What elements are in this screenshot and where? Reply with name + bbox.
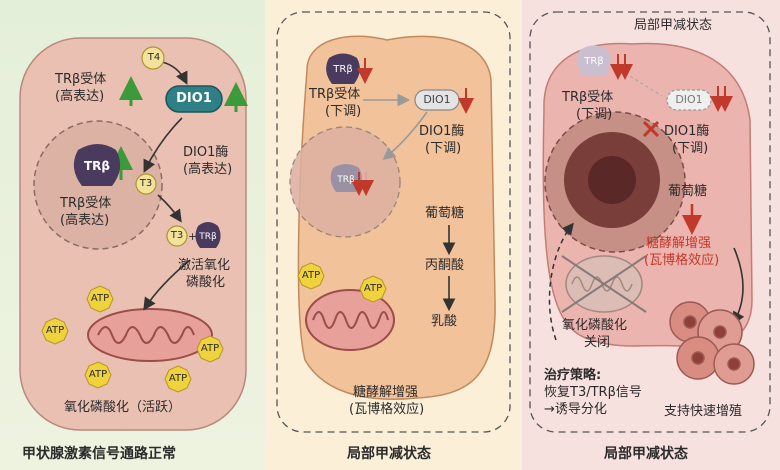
- mitochondrion: [305, 289, 395, 351]
- receptor-line1: TRβ受体: [562, 90, 614, 105]
- tumor-nucleus: [544, 111, 686, 253]
- glycolysis-line2: (瓦博格效应): [349, 402, 425, 417]
- activate-line1: 激活氧化: [178, 258, 231, 273]
- trb-label: TRβ: [333, 64, 353, 75]
- glucose-label: 葡萄糖: [668, 184, 708, 199]
- glucose-label: 葡萄糖: [425, 206, 465, 221]
- t3-circle: [135, 173, 157, 195]
- mitochondrion-crossed: [561, 255, 647, 313]
- t4-circle: [141, 46, 165, 70]
- pyruvate-label: 丙酮酸: [425, 258, 465, 273]
- receptor-label-line1: TRβ受体: [55, 72, 107, 87]
- lactate-label: 乳酸: [431, 314, 458, 329]
- panel-local: TRβ TRβ受体 (下调) DIO1 DIO1酶 (下调) TRβ 葡萄糖 丙…: [267, 0, 520, 470]
- red-x-mark: [642, 120, 660, 138]
- dio1-pill: [666, 89, 712, 111]
- dio1-enzyme-line1: DIO1酶: [664, 124, 710, 139]
- proliferation-label: 支持快速增殖: [664, 404, 743, 419]
- activate-line2: 磷酸化: [186, 275, 226, 290]
- t3-label: T3: [139, 178, 153, 189]
- atp-label-5: ATP: [168, 373, 188, 384]
- nucleus-trb-shape: [73, 144, 121, 186]
- mito-label: 氧化磷酸化（活跃）: [64, 400, 182, 415]
- atp-group: [297, 262, 387, 303]
- atp-label-3: ATP: [200, 343, 220, 354]
- receptor-line1: TRβ受体: [309, 87, 361, 102]
- dio1-label: DIO1: [423, 93, 451, 106]
- trb-shape: [326, 53, 360, 84]
- atp-label-2: ATP: [45, 325, 65, 336]
- dio1-enzyme-line1: DIO1酶: [419, 124, 465, 139]
- oxphos-line1: 氧化磷酸化: [562, 318, 628, 333]
- receptor-label-line2: (高表达): [55, 89, 105, 104]
- trb-label: TRβ: [584, 56, 604, 67]
- atp-label-1: ATP: [90, 293, 110, 304]
- dio1-enzyme-line2: (高表达): [183, 162, 233, 177]
- trb-shape: [577, 45, 611, 76]
- receptor-line2: (下调): [576, 107, 613, 122]
- complex-trb-label: TRβ: [199, 232, 217, 242]
- glycolysis-line2: (瓦博格效应): [644, 253, 720, 268]
- dio1-enzyme-line2: (下调): [672, 141, 709, 156]
- atp-group: [41, 285, 224, 393]
- panel-normal: T4 TRβ受体 (高表达) DIO1 DIO1酶 (高表达) TRβ T3 T…: [0, 0, 265, 470]
- panel-local-art: [276, 11, 511, 433]
- atp-label-2: ATP: [363, 283, 383, 294]
- complex-plus: +: [188, 230, 198, 243]
- dio1-label: DIO1: [675, 93, 703, 106]
- dio1-enzyme-line2: (下调): [425, 141, 462, 156]
- glycolysis-line1: 糖酵解增强: [353, 385, 419, 400]
- nucleus-label-line1: TRβ受体: [60, 196, 112, 211]
- oxphos-line2: 关闭: [584, 335, 611, 350]
- complex-trb-shape: [195, 222, 221, 248]
- proliferating-cells: [669, 301, 755, 385]
- nucleus-trb-label: TRβ: [337, 175, 355, 185]
- mitochondrion: [87, 308, 213, 362]
- therapy-line2: →诱导分化: [544, 402, 607, 417]
- atp-label-4: ATP: [88, 369, 108, 380]
- therapy-title: 治疗策略:: [544, 368, 602, 383]
- dashed-frame: [276, 11, 511, 433]
- nucleus-label-line2: (高表达): [60, 213, 110, 228]
- panel-tumor-caption: 局部甲减状态: [604, 446, 688, 462]
- dio1-enzyme-line1: DIO1酶: [183, 145, 229, 160]
- dashed-frame: [529, 11, 771, 433]
- therapy-line1: 恢复T3/TRβ信号: [544, 385, 642, 400]
- complex-t3-label: T3: [170, 230, 184, 241]
- panel-tumor-header: 局部甲减状态: [634, 18, 713, 33]
- panel-normal-art: [19, 37, 248, 431]
- panel-tumor-art: [529, 11, 771, 433]
- glycolysis-line1: 糖酵解增强: [646, 236, 712, 251]
- nucleus-trb-label: TRβ: [83, 159, 110, 173]
- panel-normal-caption: 甲状腺激素信号通路正常: [22, 446, 176, 462]
- atp-label-1: ATP: [301, 270, 321, 281]
- panel-tumor: 局部甲减状态 TRβ TRβ受体 (下调) DIO1 DIO1酶 (下调) 葡萄…: [522, 0, 780, 470]
- receptor-line2: (下调): [325, 104, 362, 119]
- panel-local-caption: 局部甲减状态: [347, 446, 431, 462]
- complex-t3-circle: [166, 225, 188, 247]
- t4-label: T4: [147, 52, 161, 63]
- dio1-label: DIO1: [176, 91, 212, 106]
- dio1-pill: [165, 85, 223, 113]
